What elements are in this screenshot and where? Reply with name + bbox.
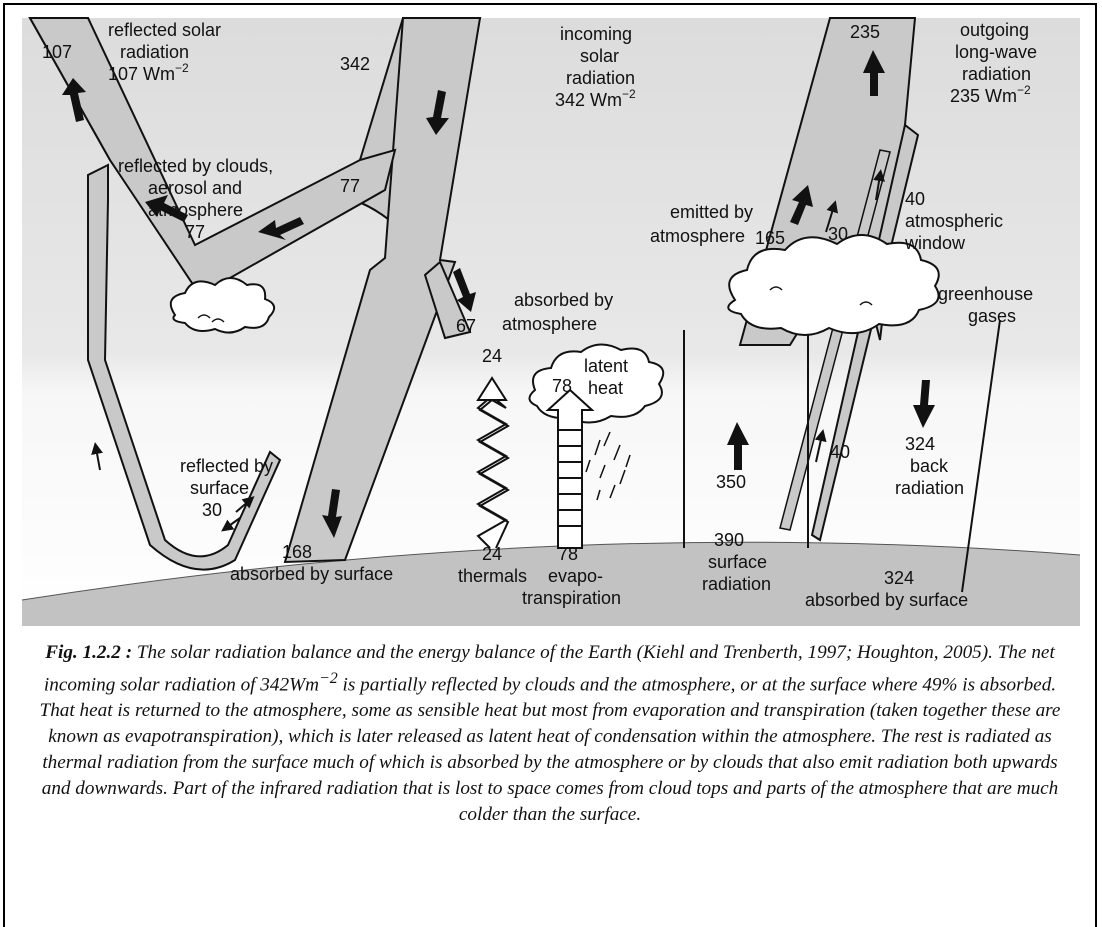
- absorbed-surface2-label: absorbed by surface: [805, 590, 968, 610]
- absorbed-surface2-value: 324: [884, 568, 914, 588]
- back-value: 324: [905, 434, 935, 454]
- svg-text:window: window: [904, 233, 966, 253]
- surface-rad-value: 390: [714, 530, 744, 550]
- absorbed-surface-label: absorbed by surface: [230, 564, 393, 584]
- svg-text:radiation: radiation: [702, 574, 771, 594]
- evapo-value: 78: [558, 544, 578, 564]
- reflected-solar-value: 107: [42, 42, 72, 62]
- window-up-value: 40: [830, 442, 850, 462]
- thermals-top-value: 24: [482, 346, 502, 366]
- svg-text:surface: surface: [190, 478, 249, 498]
- emitted-value: 165: [755, 228, 785, 248]
- absorbed-atm-label: absorbed by: [514, 290, 613, 310]
- energy-balance-diagram: 107 reflected solar radiation 107 Wm−2 3…: [0, 0, 1102, 640]
- reflected-solar-title: reflected solar: [108, 20, 221, 40]
- svg-text:heat: heat: [588, 378, 623, 398]
- greenhouse-label: greenhouse: [938, 284, 1033, 304]
- absorbed-atm-value: 67: [456, 316, 476, 336]
- outgoing-title: outgoing: [960, 20, 1029, 40]
- reflected-surface-label: reflected by: [180, 456, 273, 476]
- svg-text:radiation: radiation: [120, 42, 189, 62]
- svg-text:gases: gases: [968, 306, 1016, 326]
- svg-text:long-wave: long-wave: [955, 42, 1037, 62]
- svg-text:transpiration: transpiration: [522, 588, 621, 608]
- incoming-title: incoming: [560, 24, 632, 44]
- svg-text:atmosphere: atmosphere: [502, 314, 597, 334]
- incoming-value: 342: [340, 54, 370, 74]
- thermals-label: thermals: [458, 566, 527, 586]
- surface-up-value: 350: [716, 472, 746, 492]
- svg-text:atmosphere: atmosphere: [650, 226, 745, 246]
- window-40-value: 40: [905, 189, 925, 209]
- svg-text:radiation: radiation: [566, 68, 635, 88]
- surface-rad-label: surface: [708, 552, 767, 572]
- window-30-value: 30: [828, 224, 848, 244]
- svg-text:atmosphere: atmosphere: [148, 200, 243, 220]
- figure-number: Fig. 1.2.2 :: [45, 642, 132, 663]
- figure-caption: Fig. 1.2.2 : The solar radiation balance…: [30, 640, 1070, 828]
- svg-text:radiation: radiation: [895, 478, 964, 498]
- thermals-value: 24: [482, 544, 502, 564]
- outgoing-value: 235: [850, 22, 880, 42]
- svg-text:solar: solar: [580, 46, 619, 66]
- latent-label: latent: [584, 356, 628, 376]
- emitted-label: emitted by: [670, 202, 753, 222]
- latent-value: 78: [552, 376, 572, 396]
- absorbed-surface-value: 168: [282, 542, 312, 562]
- window-label: atmospheric: [905, 211, 1003, 231]
- evapo-label: evapo-: [548, 566, 603, 586]
- svg-text:aerosol and: aerosol and: [148, 178, 242, 198]
- clouds-label: reflected by clouds,: [118, 156, 273, 176]
- svg-text:radiation: radiation: [962, 64, 1031, 84]
- svg-text:back: back: [910, 456, 949, 476]
- clouds-value-upper: 77: [340, 176, 360, 196]
- reflected-surface-value: 30: [202, 500, 222, 520]
- clouds-value: 77: [185, 222, 205, 242]
